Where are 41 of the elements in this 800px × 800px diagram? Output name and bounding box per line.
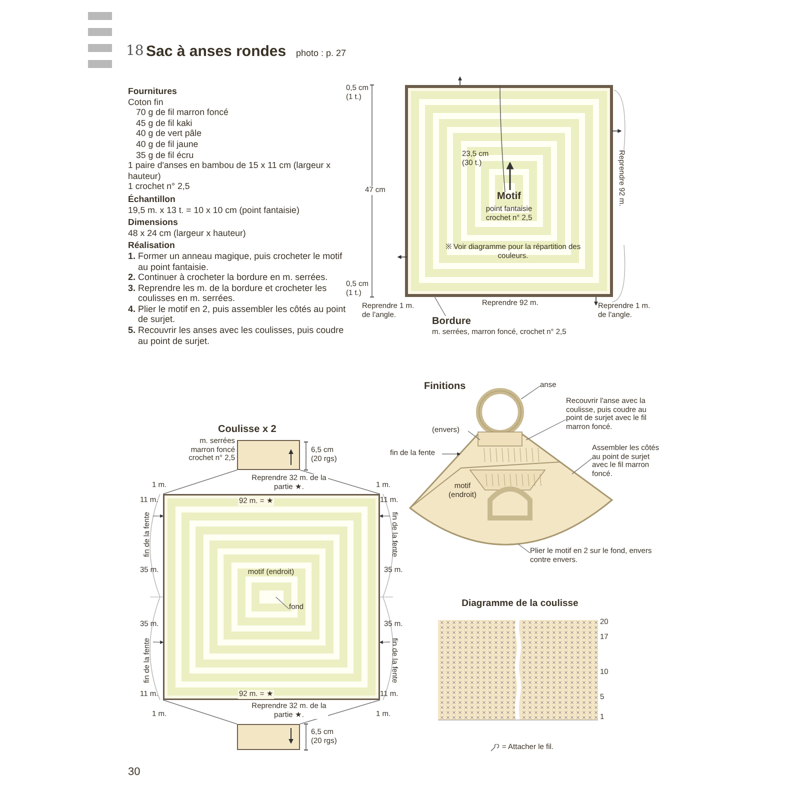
supply-line: 45 g de fil kaki (135, 118, 194, 128)
photo-reference: photo : p. 27 (296, 48, 346, 58)
supply-line: 1 crochet n° 2,5 (128, 181, 191, 192)
supply-line: 40 g de fil jaune (135, 138, 200, 150)
bordure-title: Bordure (432, 316, 471, 327)
instruction-step: 4. Plier le motif en 2, puis assembler les côtés au point de surjet. (128, 304, 348, 326)
supply-line: 40 g de vert pâle (135, 128, 203, 139)
leader-line (162, 700, 238, 724)
measure-text: 19,5 m. x 13 t. = 10 x 10 cm (point fantaisie) (128, 204, 300, 216)
chart-title: Diagramme de la coulisse (460, 598, 580, 609)
supply-line: 70 g de fil marron foncé (135, 107, 230, 118)
leader-line (468, 430, 480, 440)
section-heading: Échantillon (128, 194, 176, 205)
supply-line: 35 g de fil écru (135, 150, 195, 160)
leader-line (520, 386, 540, 400)
leader-line (162, 470, 238, 494)
arrow (379, 640, 390, 644)
section-heading: Dimensions (128, 217, 179, 228)
leader-line (572, 458, 592, 474)
supply-line: Coton fin (128, 96, 164, 108)
section-heading: Fournitures (128, 86, 178, 97)
leader-line (434, 296, 446, 316)
instruction-step: 5. Recouvrir les anses avec les coulisses, puis coudre au point de surjet. (128, 325, 348, 346)
measure-text: 48 x 24 cm (largeur x hauteur) (128, 228, 247, 238)
section-heading: Finitions (424, 381, 466, 392)
motif-title: Motif (496, 191, 522, 202)
arrow (379, 514, 390, 518)
instruction-step: 2. Continuer à crocheter la bordure en m. serrées. (128, 272, 348, 283)
pattern-number: 18 (126, 43, 144, 59)
arrow (442, 452, 461, 456)
supply-line: 1 paire d'anses en bambou de 15 x 11 cm (largeur x hauteur) (128, 160, 332, 182)
arrow (152, 514, 164, 518)
section-heading: Coulisse x 2 (218, 424, 276, 435)
arrow (152, 640, 164, 644)
page-title: Sac à anses rondes (146, 43, 286, 60)
page-number: 30 (128, 766, 140, 778)
leader-line (518, 544, 530, 554)
leader-line (526, 419, 566, 440)
leader-line (275, 596, 290, 610)
section-heading: Réalisation (128, 240, 176, 251)
instruction-step: 1. Former un anneau magique, puis crocheter le motif au point fantaisie. (128, 250, 348, 272)
